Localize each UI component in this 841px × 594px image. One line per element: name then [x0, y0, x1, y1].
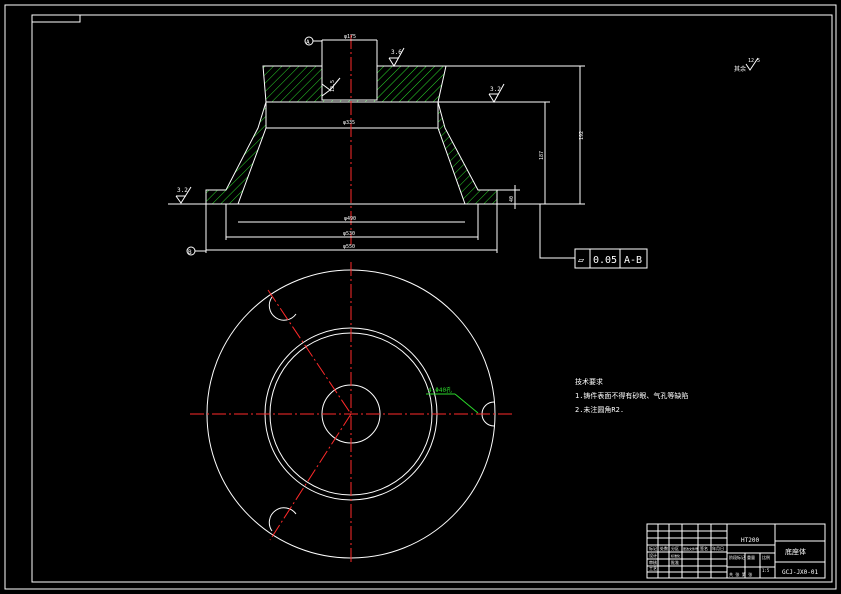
tb-weight: 重量	[747, 554, 755, 560]
roughness-symbol-left: 3.2	[175, 186, 192, 204]
tb-design: 设计	[649, 552, 657, 558]
corner-roughness: 其余 12.5	[734, 57, 760, 73]
tb-row-label-mark: 标记	[649, 545, 657, 551]
tb-row-label-sign: 签名	[700, 545, 708, 551]
dim-inner-dia: φ335	[343, 120, 355, 126]
tb-scale: 1:5	[762, 568, 770, 573]
tb-row-label-doc: 更改文件号	[683, 546, 698, 551]
datum-a-top: A	[306, 39, 310, 46]
roughness-symbol-top: 3.6	[388, 47, 405, 67]
svg-text:3.2: 3.2	[490, 86, 501, 93]
tb-part-name: 底座体	[785, 547, 806, 556]
tolerance-value: 0.05	[593, 255, 617, 266]
dim-height-total: 192	[579, 131, 585, 140]
top-section-hatch	[262, 65, 447, 103]
notes-line2: 2.未注圆角R2.	[575, 405, 624, 414]
dim-flange-dia1: φ530	[343, 231, 355, 237]
tb-scale-label: 比例	[762, 554, 770, 560]
tolerance-frame: ▱ 0.05 A-B	[574, 248, 648, 269]
dim-top-dia: φ175	[344, 34, 356, 40]
inner-border	[31, 14, 833, 583]
section-view: φ175 A φ335 φ490 φ530 φ550 B 192 187 40	[168, 34, 585, 259]
tolerance-symbol: ▱	[578, 255, 584, 266]
svg-text:3.2: 3.2	[177, 187, 188, 194]
svg-text:12.5: 12.5	[330, 80, 336, 92]
tb-standard: 标准化	[671, 553, 680, 558]
svg-text:12.5: 12.5	[748, 58, 760, 64]
datum-b-bottom: B	[188, 249, 192, 256]
tolerance-leader	[539, 204, 575, 259]
tb-process: 工艺	[649, 566, 657, 571]
plan-view: 4-Φ40孔	[190, 262, 512, 565]
right-wall-hatch	[437, 101, 498, 205]
tb-row-label-date: 年月日	[712, 545, 724, 551]
left-wall-hatch	[205, 101, 267, 205]
tb-row-label-count: 处数	[660, 545, 668, 551]
slot-top-left	[268, 296, 297, 321]
slot-bottom-left	[268, 507, 297, 532]
dim-height-inner: 187	[539, 151, 545, 160]
dim-flange-dia2: φ550	[343, 244, 355, 250]
corner-tag-box	[31, 14, 81, 23]
tb-sheet: 共 张 第 张	[729, 571, 752, 577]
title-block: 标记 处数 分区 更改文件号 签名 年月日 设计 审核 工艺 标准化 批准 HT…	[646, 523, 826, 579]
notes-title: 技术要求	[575, 377, 603, 386]
tolerance-datum: A-B	[624, 255, 642, 266]
outer-border	[4, 4, 837, 590]
svg-text:其余: 其余	[734, 65, 746, 73]
tb-material: HT200	[741, 537, 759, 544]
tb-drawing-no: GCJ-JX0-01	[782, 569, 819, 576]
tb-stage: 阶段标记	[729, 554, 745, 560]
tb-approve: 批准	[671, 559, 679, 565]
svg-text:3.6: 3.6	[391, 49, 402, 56]
roughness-symbol-right: 3.2	[488, 83, 505, 103]
roughness-symbol-inner: 12.5	[321, 77, 341, 97]
plan-centerline-diag2	[269, 413, 352, 541]
dim-bore-dia: φ490	[344, 216, 356, 222]
notes-line1: 1.铸件表面不得有砂眼、气孔等缺陷	[575, 391, 688, 400]
plan-centerline-diag1	[267, 289, 352, 415]
dim-flange-thk: 40	[509, 196, 515, 202]
tb-review: 审核	[649, 559, 657, 565]
technical-notes: 技术要求 1.铸件表面不得有砂眼、气孔等缺陷 2.未注圆角R2.	[575, 377, 688, 414]
tb-row-label-zone: 分区	[671, 545, 679, 551]
hole-label: 4-Φ40孔	[428, 386, 452, 394]
